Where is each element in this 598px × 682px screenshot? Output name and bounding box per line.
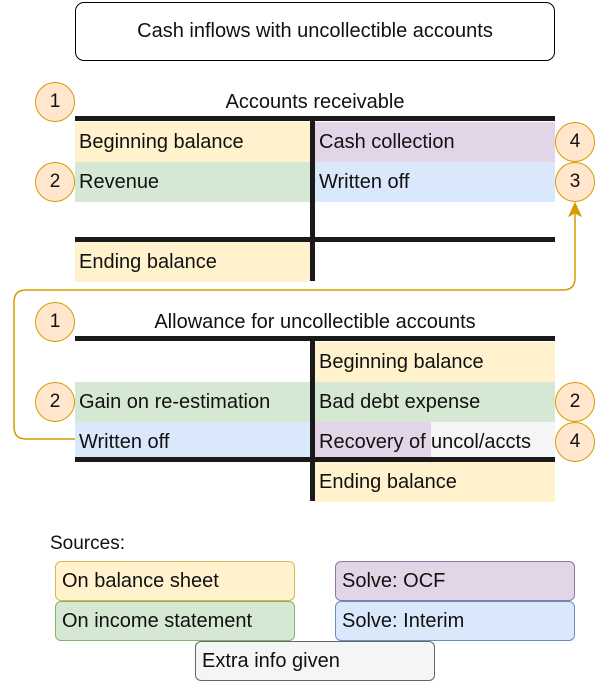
diagram-title: Cash inflows with uncollectible accounts (75, 2, 555, 61)
step-badge-ar-written-off: 3 (555, 162, 595, 202)
ar-top-rule (75, 116, 555, 121)
ar-center-rule (310, 116, 315, 281)
legend-on-income-statement: On income statement (55, 601, 295, 641)
step-badge-recovery: 4 (555, 422, 595, 462)
ar-written-off: Written off (315, 162, 555, 202)
legend-heading: Sources: (50, 533, 125, 554)
ar-heading: Accounts receivable (225, 91, 405, 113)
allowance-written-off: Written off (75, 422, 310, 462)
step-badge-ar-heading: 1 (35, 82, 75, 122)
legend-extra-info-given: Extra info given (195, 641, 435, 681)
ar-cash-collection: Cash collection (315, 122, 555, 162)
ar-revenue: Revenue (75, 162, 310, 202)
allowance-bad-debt-expense: Bad debt expense (315, 382, 555, 422)
allowance-recovery: Recovery of uncol/accts (315, 422, 555, 462)
step-badge-gain-on-reestimation: 2 (35, 382, 75, 422)
legend-solve-interim: Solve: Interim (335, 601, 575, 641)
recovery-label-part1: Recovery of (315, 422, 431, 462)
allowance-top-rule (75, 336, 555, 341)
allowance-total-rule (75, 457, 555, 462)
allowance-ending-balance: Ending balance (315, 462, 555, 502)
legend-solve-ocf: Solve: OCF (335, 561, 575, 601)
ar-beginning-balance: Beginning balance (75, 122, 310, 162)
legend-on-balance-sheet: On balance sheet (55, 561, 295, 601)
allowance-beginning-balance: Beginning balance (315, 342, 555, 382)
step-badge-allowance-heading: 1 (35, 302, 75, 342)
allowance-center-rule (310, 336, 315, 501)
recovery-label-part2: uncol/accts (431, 422, 555, 462)
allowance-heading: Allowance for uncollectible accounts (154, 311, 476, 333)
step-badge-bad-debt-expense: 2 (555, 382, 595, 422)
ar-total-rule (75, 237, 555, 242)
step-badge-ar-revenue: 2 (35, 162, 75, 202)
allowance-gain-on-reestimation: Gain on re-estimation (75, 382, 310, 422)
step-badge-ar-cash-collection: 4 (555, 122, 595, 162)
ar-ending-balance: Ending balance (75, 242, 310, 282)
